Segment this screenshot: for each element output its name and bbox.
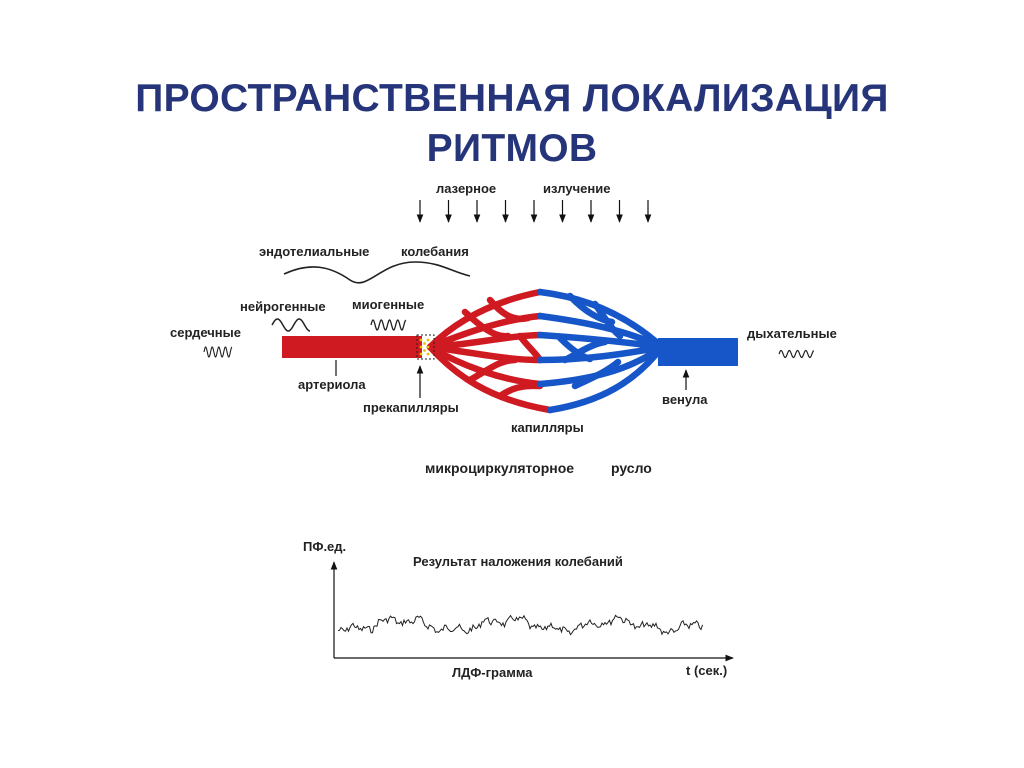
laser-label-1: лазерное — [436, 181, 496, 196]
venous-capillary-network — [536, 288, 666, 414]
arteriole-vessel — [282, 336, 422, 358]
endothelial-wave-icon — [283, 261, 471, 284]
respiratory-wave-icon — [778, 349, 815, 359]
ldf-y-axis-label: ПФ.ед. — [303, 539, 346, 554]
precapillary-sphincter — [416, 334, 435, 360]
arteriole-label: артериола — [298, 377, 366, 392]
respiratory-label: дыхательные — [747, 326, 837, 341]
myogenic-label: миогенные — [352, 297, 424, 312]
cardiac-wave-icon — [203, 346, 233, 358]
venule-label: венула — [662, 392, 708, 407]
precapillary-label: прекапилляры — [363, 400, 459, 415]
endothelial-label-2: колебания — [401, 244, 469, 259]
arterial-capillary-network — [426, 288, 554, 414]
precapillary-dot — [419, 338, 423, 342]
laser-arrows — [416, 200, 652, 223]
cardiac-label: сердечные — [170, 325, 241, 340]
precapillary-dot — [419, 345, 423, 349]
slide-title: ПРОСТРАНСТВЕННАЯ ЛОКАЛИЗАЦИЯ РИТМОВ — [0, 74, 1024, 174]
myogenic-wave-icon — [370, 319, 407, 331]
ldf-x-label: ЛДФ-грамма — [452, 665, 533, 680]
precapillary-dots — [419, 338, 430, 356]
precapillary-dot — [423, 349, 426, 352]
microcirculatory-label-2: русло — [611, 460, 652, 476]
precapillary-dot — [426, 352, 430, 356]
slide-title-line1: ПРОСТРАНСТВЕННАЯ ЛОКАЛИЗАЦИЯ — [135, 77, 889, 121]
venule-vessel — [658, 338, 738, 366]
ldf-plot-title: Результат наложения колебаний — [413, 554, 623, 569]
precapillary-dot — [426, 338, 430, 342]
neurogenic-label: нейрогенные — [240, 299, 326, 314]
ldf-plot: ПФ.ед. Результат наложения колебаний ЛДФ… — [303, 539, 734, 680]
microcirculatory-label-1: микроциркуляторное — [425, 460, 574, 476]
slide-title-line2: РИТМОВ — [426, 127, 598, 171]
ldf-x-axis-unit: t (сек.) — [686, 663, 727, 678]
precapillary-dot — [419, 352, 423, 356]
capillaries-label: капилляры — [511, 420, 584, 435]
precapillary-dot — [426, 345, 430, 349]
neurogenic-wave-icon — [271, 318, 311, 332]
precapillary-dot — [423, 342, 426, 345]
endothelial-label-1: эндотелиальные — [259, 244, 369, 259]
laser-label-2: излучение — [543, 181, 610, 196]
ldf-trace — [337, 614, 703, 636]
